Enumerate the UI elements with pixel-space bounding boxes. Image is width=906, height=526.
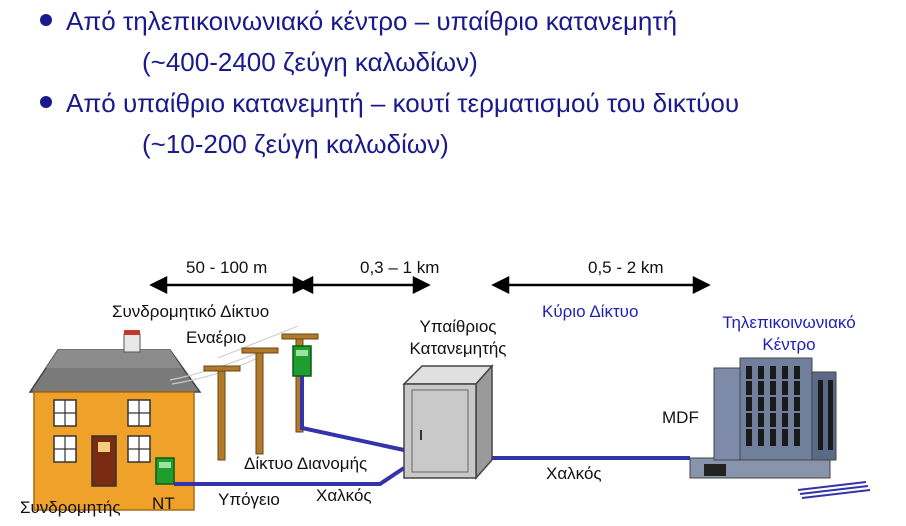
cabinet-label-line2: Κατανεμητής (409, 339, 507, 358)
street-cabinet-icon (402, 364, 494, 480)
cabinet-label: Υπαίθριος Κατανεμητής (398, 316, 518, 360)
copper-label-left: Χαλκός (316, 486, 372, 505)
exchange-building-icon (689, 357, 871, 499)
pole-terminal-icon (292, 345, 312, 377)
exchange-label-line2: Κέντρο (762, 335, 816, 354)
bullet-1-sub: (~400-2400 ζεύγη καλωδίων) (142, 47, 478, 77)
bullet-2-text: Από υπαίθριο κατανεμητή – κουτί τερματισ… (66, 88, 740, 118)
subscriber-network-label: Συνδρομητικό Δίκτυο (112, 302, 270, 321)
bullet-dot (40, 14, 52, 27)
nt-label: NT (152, 494, 175, 513)
copper-label-right: Χαλκός (546, 464, 602, 483)
utility-pole-icon (203, 333, 319, 461)
distribution-network-label: Δίκτυο Διανομής (244, 454, 368, 473)
house-icon (28, 330, 202, 511)
distance-label-subscriber: 50 - 100 m (186, 258, 268, 277)
distance-arrow-subscriber (149, 275, 311, 295)
bullet-2-sub: (~10-200 ζεύγη καλωδίων) (142, 129, 449, 159)
aerial-label: Εναέριο (186, 328, 247, 347)
mdf-label: MDF (662, 408, 699, 427)
nt-terminal-icon (155, 457, 175, 485)
distance-arrow-distribution (295, 275, 431, 295)
distance-label-distribution: 0,3 – 1 km (360, 258, 440, 277)
bullet-2: Από υπαίθριο κατανεμητή – κουτί τερματισ… (40, 88, 739, 119)
exchange-label: Τηλεπικοινωνιακό Κέντρο (700, 312, 878, 356)
bullet-dot (40, 96, 52, 109)
distance-label-main: 0,5 - 2 km (588, 258, 664, 277)
subscriber-label: Συνδρομητής (20, 498, 121, 517)
copper-cable (174, 376, 690, 486)
bullet-1-text: Από τηλεπικοινωνιακό κέντρο – υπαίθριο κ… (66, 6, 678, 36)
underground-label: Υπόγειο (218, 490, 280, 509)
distance-arrow-main (491, 275, 711, 295)
exchange-label-line1: Τηλεπικοινωνιακό (722, 313, 856, 332)
cabinet-label-line1: Υπαίθριος (419, 317, 497, 336)
bullet-1: Από τηλεπικοινωνιακό κέντρο – υπαίθριο κ… (40, 6, 677, 37)
main-network-label: Κύριο Δίκτυο (542, 302, 639, 321)
